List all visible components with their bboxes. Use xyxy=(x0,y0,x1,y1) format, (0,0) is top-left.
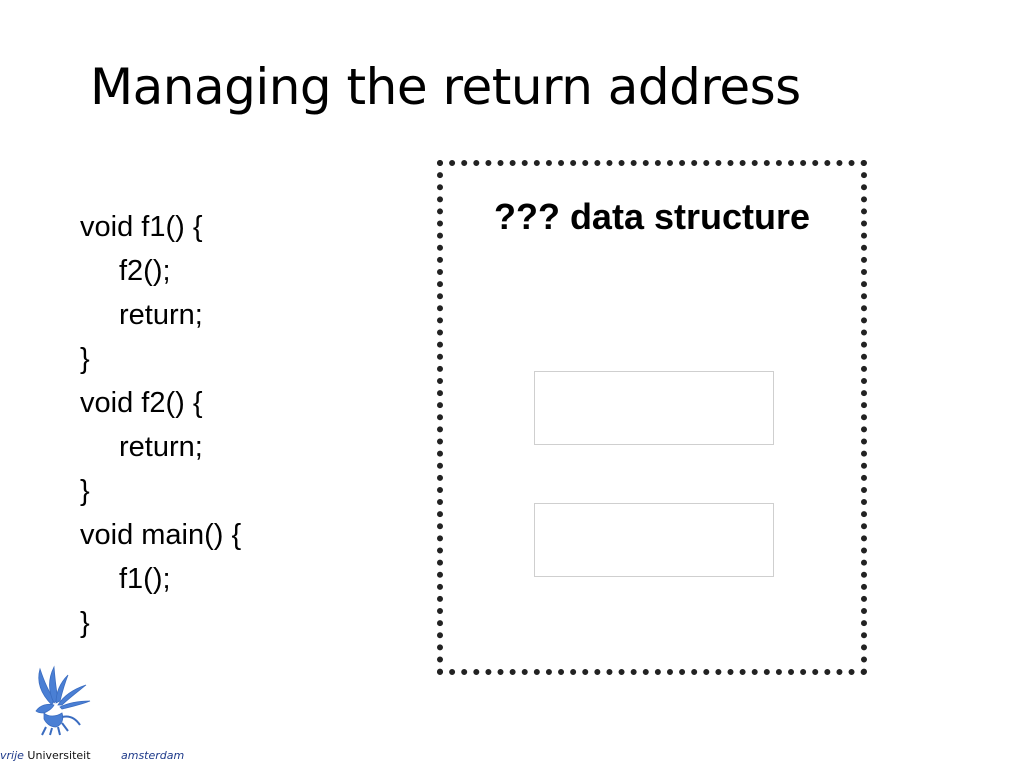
data-structure-slot xyxy=(534,371,774,445)
footer-vrije: vrije xyxy=(0,749,24,762)
code-line: f2(); xyxy=(119,255,171,287)
data-structure-slot xyxy=(534,503,774,577)
code-line: } xyxy=(80,607,90,639)
code-line: void main() { xyxy=(80,519,242,551)
footer-universiteit: Universiteit xyxy=(27,749,91,762)
code-block: void f1() { f2(); return; } void f2() { … xyxy=(80,205,241,645)
griffin-logo-icon xyxy=(35,665,91,736)
code-line: void f2() { xyxy=(80,387,203,419)
code-line: f1(); xyxy=(119,563,171,595)
code-line: } xyxy=(80,475,90,507)
data-structure-box: ??? data structure xyxy=(437,160,867,675)
code-line: } xyxy=(80,343,90,375)
footer-amsterdam: amsterdam xyxy=(121,749,185,762)
code-line: return; xyxy=(119,299,203,331)
footer: vrije Universiteit amsterdam xyxy=(0,749,184,762)
slide-title: Managing the return address xyxy=(90,58,801,116)
code-line: return; xyxy=(119,431,203,463)
code-line: void f1() { xyxy=(80,211,203,243)
data-structure-title: ??? data structure xyxy=(493,196,811,237)
